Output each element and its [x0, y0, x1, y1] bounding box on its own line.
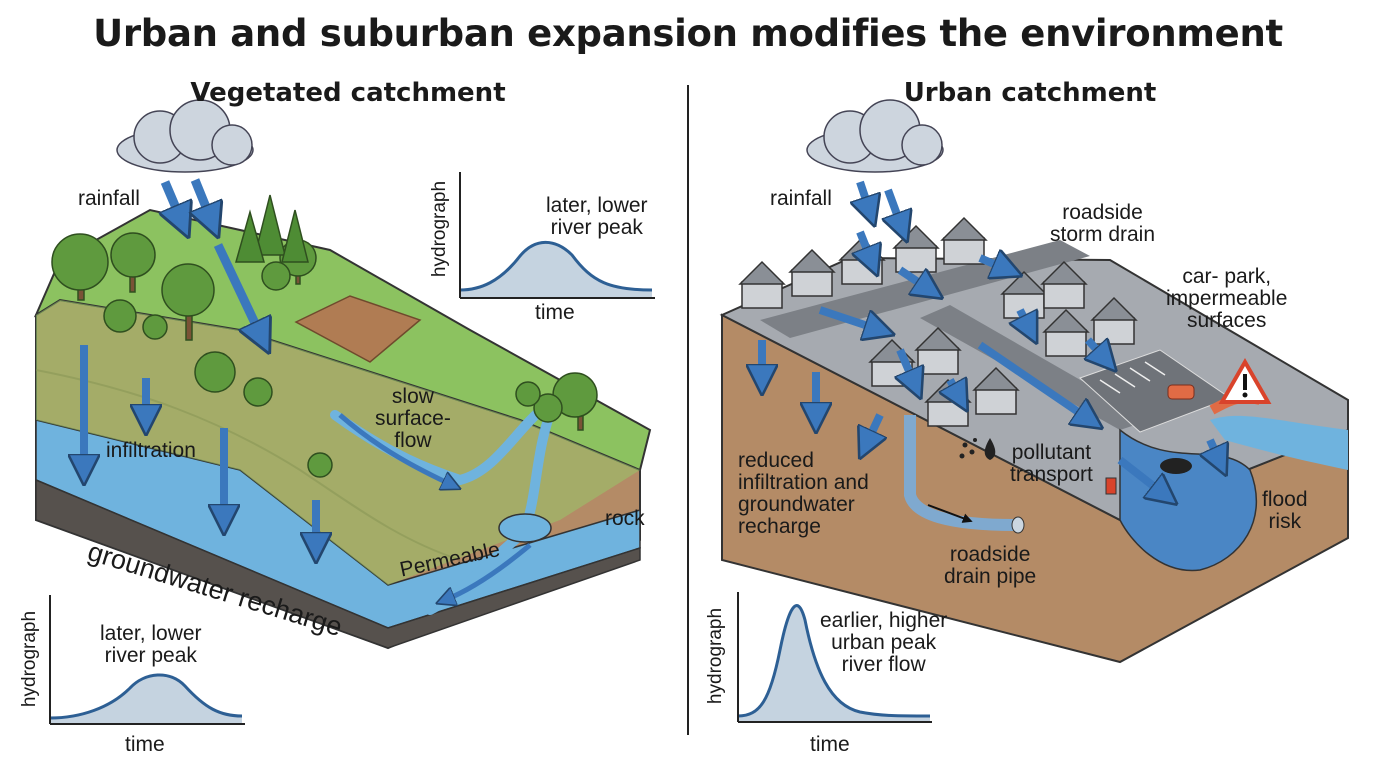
hydrograph-top-left [459, 172, 655, 299]
label-rainfall-right: rainfall [770, 187, 832, 210]
label-rock: rock [605, 507, 645, 530]
urban-block [719, 99, 1349, 664]
vegetated-block [33, 99, 652, 650]
label-flood-risk: flood risk [1262, 488, 1308, 533]
hydrograph-caption: later, lower river peak [546, 194, 648, 239]
label-car-park: car- park, impermeable surfaces [1166, 265, 1288, 332]
hydrograph-ylabel: hydrograph [19, 610, 40, 708]
cloud-icon [806, 99, 944, 173]
cloud-icon [116, 99, 254, 173]
label-drain-pipe: roadside drain pipe [944, 543, 1037, 588]
label-infiltration: infiltration [106, 439, 196, 462]
hydrograph-caption: earlier, higher urban peak river flow [820, 609, 948, 676]
hydrograph-ylabel: hydrograph [429, 180, 450, 278]
label-rainfall-left: rainfall [78, 187, 140, 210]
warning-icon [1218, 357, 1272, 404]
curve-line [459, 240, 653, 292]
label-reduced-infiltration: reduced infiltration and groundwater rec… [738, 449, 869, 538]
rain-arrow [213, 243, 262, 338]
conifer-icon [235, 194, 309, 263]
can-icon [1105, 477, 1117, 495]
label-slow-flow: slow surface- flow [375, 385, 451, 452]
rock-layer [35, 478, 641, 649]
pollutant-icon [959, 438, 1192, 474]
car-icon [1167, 384, 1195, 400]
hydrograph-caption: later, lower river peak [100, 622, 202, 667]
tree-icon [51, 232, 598, 478]
hydrograph-xlabel: time [535, 301, 575, 324]
hydrograph-urban [737, 592, 932, 723]
crop-field [294, 295, 422, 363]
curve-fill [460, 242, 652, 298]
page-title: Urban and suburban expansion modifies th… [93, 12, 1283, 55]
label-pollutant: pollutant transport [1010, 441, 1093, 486]
drain-pipe [904, 415, 1016, 531]
hydrograph-bottom-left [49, 595, 245, 725]
label-storm-drain: roadside storm drain [1050, 201, 1156, 246]
subtitle-urban: Urban catchment [903, 78, 1157, 108]
subtitle-vegetated: Vegetated catchment [190, 78, 506, 108]
hydrograph-xlabel: time [810, 733, 850, 756]
hydrograph-ylabel: hydrograph [705, 607, 726, 705]
hydrograph-xlabel: time [125, 733, 165, 756]
